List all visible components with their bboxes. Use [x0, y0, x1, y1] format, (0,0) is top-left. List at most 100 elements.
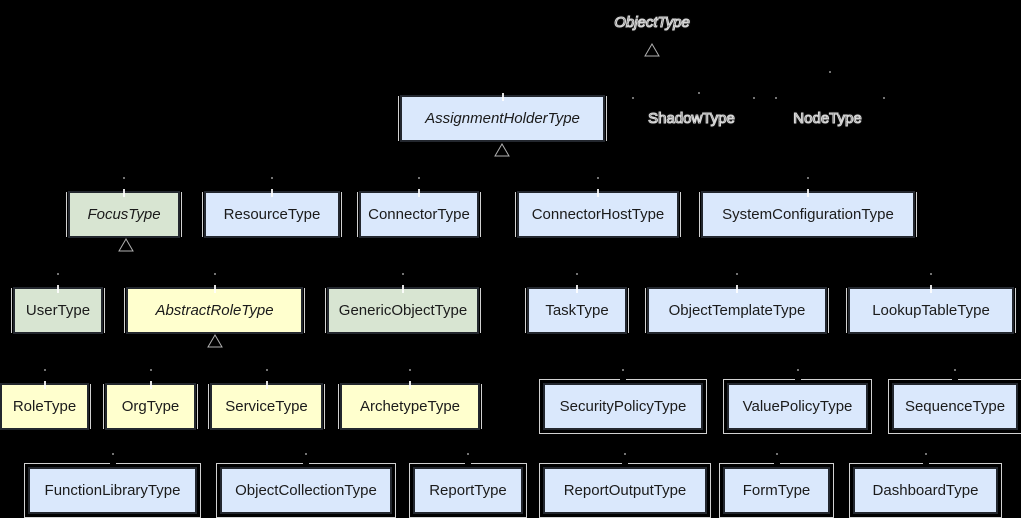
class-box-formtype: FormType — [719, 463, 834, 518]
class-box-systemconfigurationtype: SystemConfigurationType — [699, 189, 917, 238]
class-label: ObjectTemplateType — [668, 302, 806, 319]
connector-attach-tick — [271, 189, 273, 197]
class-box-connectorhosttype: ConnectorHostType — [515, 189, 681, 238]
class-label: ConnectorType — [368, 206, 470, 223]
connector-remnant-dot — [883, 97, 885, 99]
class-label: ShadowType — [648, 109, 736, 127]
class-box-tasktype: TaskType — [525, 285, 629, 334]
connector-remnant-dot — [305, 453, 307, 455]
class-label: AbstractRoleType — [155, 302, 274, 319]
class-label: NodeType — [793, 109, 862, 127]
connector-remnant-dot — [796, 369, 799, 371]
connector-attach-tick — [736, 285, 738, 293]
class-label: UserType — [25, 302, 91, 319]
connector-remnant-dot — [624, 453, 626, 455]
class-label: SystemConfigurationType — [722, 206, 894, 223]
class-label: ResourceType — [223, 206, 321, 223]
class-label: ConnectorHostType — [531, 206, 665, 223]
class-label: ValuePolicyType — [742, 398, 853, 415]
class-label: FunctionLibraryType — [44, 482, 181, 499]
connector-attach-tick — [576, 285, 578, 293]
class-box-usertype: UserType — [11, 285, 105, 334]
class-label: DashboardType — [872, 482, 979, 499]
connector-attach-tick — [952, 379, 958, 383]
connector-attach-tick — [402, 285, 404, 293]
connector-remnant-dot — [930, 273, 932, 275]
class-box-functionlibrarytype: FunctionLibraryType — [24, 463, 201, 518]
class-label: SequenceType — [904, 398, 1006, 415]
class-label: RoleType — [12, 398, 77, 415]
class-box-objecttype: ObjectType — [598, 6, 706, 38]
class-box-assignmentholdertype: AssignmentHolderType — [398, 93, 607, 142]
connector-remnant-dot — [597, 177, 599, 179]
connector-attach-tick — [930, 285, 932, 293]
class-label: TaskType — [545, 302, 609, 319]
class-box-nodetype: NodeType — [775, 95, 880, 142]
connector-remnant-dot — [698, 92, 700, 94]
connector-remnant-dot — [111, 453, 114, 455]
class-box-securitypolicytype: SecurityPolicyType — [539, 379, 707, 434]
connector-attach-tick — [213, 285, 216, 293]
class-box-connectortype: ConnectorType — [357, 189, 481, 238]
connector-remnant-dot — [213, 273, 216, 275]
connector-remnant-dot — [829, 71, 831, 73]
connector-remnant-dot — [753, 97, 755, 99]
connector-attach-tick — [922, 463, 929, 467]
connector-attach-tick — [597, 189, 599, 197]
class-box-reportoutputtype: ReportOutputType — [539, 463, 711, 518]
class-box-valuepolicytype: ValuePolicyType — [723, 379, 872, 434]
connector-remnant-dot — [149, 369, 152, 371]
connector-attach-tick — [773, 463, 780, 467]
connector-remnant-dot — [954, 369, 956, 371]
connector-remnant-dot — [775, 453, 778, 455]
connector-attach-tick — [265, 381, 268, 389]
class-box-reporttype: ReportType — [409, 463, 527, 518]
connector-attach-tick — [109, 463, 116, 467]
connector-remnant-dot — [409, 369, 411, 371]
connector-remnant-dot — [265, 369, 268, 371]
generalization-arrow-icon — [207, 334, 223, 348]
class-label: OrgType — [121, 398, 180, 415]
class-label: LookupTableType — [872, 302, 990, 319]
class-label: FocusType — [87, 206, 161, 223]
class-box-orgtype: OrgType — [103, 381, 198, 430]
connector-remnant-dot — [622, 369, 624, 371]
class-label: AssignmentHolderType — [425, 110, 580, 127]
connector-attach-tick — [807, 189, 809, 197]
connector-remnant-dot — [43, 369, 46, 371]
connector-remnant-dot — [418, 177, 420, 179]
class-label: ReportType — [429, 482, 507, 499]
connector-attach-tick — [620, 379, 626, 383]
class-label: SecurityPolicyType — [559, 398, 687, 415]
connector-remnant-dot — [775, 97, 777, 99]
connector-remnant-dot — [736, 273, 738, 275]
connector-remnant-dot — [807, 177, 809, 179]
class-box-lookuptabletype: LookupTableType — [846, 285, 1016, 334]
class-box-roletype: RoleType — [0, 381, 91, 430]
connector-attach-tick — [409, 381, 411, 389]
class-box-servicetype: ServiceType — [208, 381, 325, 430]
class-label: GenericObjectType — [338, 302, 468, 319]
class-label: ObjectCollectionType — [235, 482, 377, 499]
connector-attach-tick — [57, 285, 59, 293]
connector-attach-tick — [418, 189, 420, 197]
class-box-resourcetype: ResourceType — [202, 189, 342, 238]
class-box-objecttemplatetype: ObjectTemplateType — [645, 285, 829, 334]
generalization-arrow-icon — [644, 43, 660, 57]
connector-remnant-dot — [467, 453, 469, 455]
class-label: ServiceType — [225, 398, 308, 415]
class-label: ObjectType — [614, 13, 691, 31]
connector-attach-tick — [622, 463, 628, 467]
connector-attach-tick — [303, 463, 309, 467]
connector-attach-tick — [501, 93, 504, 101]
connector-remnant-dot — [402, 273, 404, 275]
generalization-arrow-icon — [118, 238, 134, 252]
class-box-objectcollectiontype: ObjectCollectionType — [216, 463, 396, 518]
connector-attach-tick — [794, 379, 801, 383]
class-box-abstractroletype: AbstractRoleType — [124, 285, 305, 334]
connector-remnant-dot — [123, 177, 125, 179]
class-box-shadowtype: ShadowType — [629, 95, 754, 142]
connector-remnant-dot — [632, 97, 634, 99]
